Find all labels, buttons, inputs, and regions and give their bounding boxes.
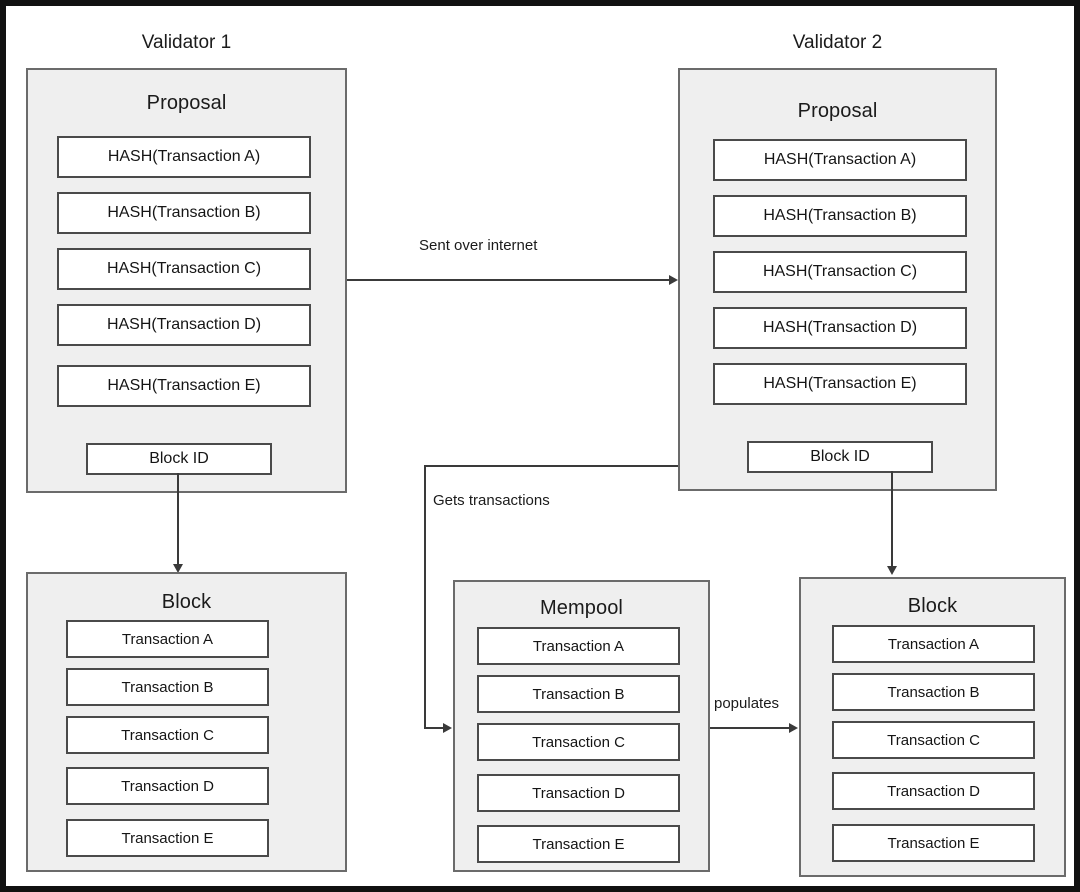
block-tx-d-v2: Transaction D — [832, 772, 1035, 810]
mempool-tx-a: Transaction A — [477, 627, 680, 665]
hash-item-c-v1: HASH(Transaction C) — [57, 248, 311, 290]
proposal-title-v1: Proposal — [146, 92, 227, 114]
gets-transactions-line-top — [424, 465, 678, 467]
validator-2-proposal-panel: Proposal HASH(Transaction A) HASH(Transa… — [678, 68, 997, 491]
populates-label: populates — [714, 695, 780, 712]
block-id-box-v2: Block ID — [747, 441, 933, 473]
validator-2-caption: Validator 2 — [792, 32, 883, 53]
hash-item-b-v1: HASH(Transaction B) — [57, 192, 311, 234]
hash-item-e-v1: HASH(Transaction E) — [57, 365, 311, 407]
hash-item-b-v2: HASH(Transaction B) — [713, 195, 967, 237]
mempool-tx-b: Transaction B — [477, 675, 680, 713]
mempool-panel: Mempool Transaction A Transaction B Tran… — [453, 580, 710, 872]
v2-blockid-to-block-arrowhead — [887, 566, 897, 575]
mempool-tx-c: Transaction C — [477, 723, 680, 761]
gets-transactions-arrowhead — [443, 723, 452, 733]
mempool-title: Mempool — [540, 597, 623, 619]
hash-item-d-v2: HASH(Transaction D) — [713, 307, 967, 349]
v1-blockid-to-block-line — [177, 473, 179, 566]
sent-over-internet-arrowhead — [669, 275, 678, 285]
populates-arrowhead — [789, 723, 798, 733]
block-tx-a-v1: Transaction A — [66, 620, 269, 658]
validator-1-proposal-panel: Proposal HASH(Transaction A) HASH(Transa… — [26, 68, 347, 493]
validator-1-block-panel: Block Transaction A Transaction B Transa… — [26, 572, 347, 872]
block-tx-e-v2: Transaction E — [832, 824, 1035, 862]
block-title-v2: Block — [907, 595, 958, 617]
block-title-v1: Block — [161, 591, 212, 613]
block-tx-b-v1: Transaction B — [66, 668, 269, 706]
validator-2-block-panel: Block Transaction A Transaction B Transa… — [799, 577, 1066, 877]
proposal-title-v2: Proposal — [797, 100, 878, 122]
mempool-tx-e: Transaction E — [477, 825, 680, 863]
block-tx-b-v2: Transaction B — [832, 673, 1035, 711]
block-tx-e-v1: Transaction E — [66, 819, 269, 857]
gets-transactions-line-bottom — [424, 727, 445, 729]
populates-line — [710, 727, 790, 729]
hash-item-a-v1: HASH(Transaction A) — [57, 136, 311, 178]
validator-1-caption: Validator 1 — [141, 32, 232, 53]
v1-blockid-to-block-arrowhead — [173, 564, 183, 573]
hash-item-d-v1: HASH(Transaction D) — [57, 304, 311, 346]
block-tx-a-v2: Transaction A — [832, 625, 1035, 663]
block-id-box-v1: Block ID — [86, 443, 272, 475]
v2-blockid-to-block-line — [891, 471, 893, 568]
gets-transactions-label: Gets transactions — [433, 492, 550, 509]
mempool-tx-d: Transaction D — [477, 774, 680, 812]
sent-over-internet-label: Sent over internet — [419, 237, 538, 254]
hash-item-e-v2: HASH(Transaction E) — [713, 363, 967, 405]
block-tx-c-v1: Transaction C — [66, 716, 269, 754]
hash-item-c-v2: HASH(Transaction C) — [713, 251, 967, 293]
gets-transactions-line-down — [424, 465, 426, 729]
block-tx-d-v1: Transaction D — [66, 767, 269, 805]
sent-over-internet-line — [347, 279, 669, 281]
block-tx-c-v2: Transaction C — [832, 721, 1035, 759]
hash-item-a-v2: HASH(Transaction A) — [713, 139, 967, 181]
